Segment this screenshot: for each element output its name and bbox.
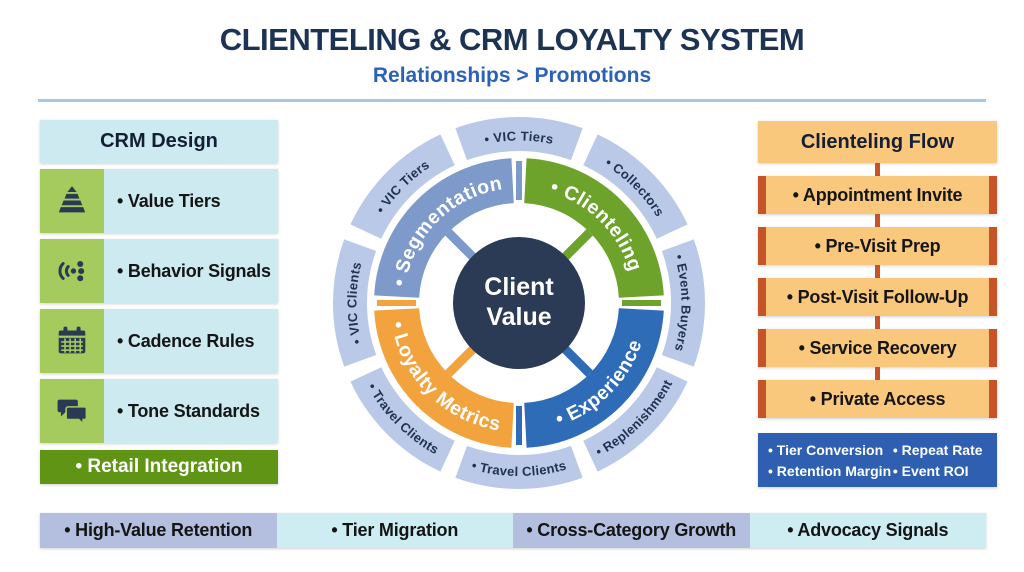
kpi-metric: • Retention Margin [768, 463, 892, 479]
kpi-metrics-box: • Tier Conversion • Repeat Rate • Retent… [758, 433, 997, 487]
header-divider [38, 99, 986, 102]
outer-ring-segment [661, 239, 705, 367]
crm-design-header: CRM Design [40, 120, 278, 163]
flow-step: • Post-Visit Follow-Up [758, 278, 997, 316]
page-title: CLIENTELING & CRM LOYALTY SYSTEM [219, 22, 805, 57]
wheel-quadrant [374, 308, 514, 448]
page-subtitle: Relationships > Promotions [372, 64, 652, 87]
crm-item-label: • Value Tiers [104, 169, 278, 233]
outer-ring-segment [350, 367, 455, 472]
wheel-arc-label: • VIC Clients [344, 260, 364, 346]
client-value-line2: Value [486, 303, 551, 331]
clienteling-flow-header: Clienteling Flow [758, 121, 997, 163]
list-item: • Value Tiers [40, 169, 278, 233]
outer-ring-segment [350, 134, 455, 239]
wheel-quadrant [524, 158, 664, 298]
flow-connector [875, 163, 880, 176]
outcome-cell: • High-Value Retention [40, 513, 277, 548]
client-value-line1: Client [484, 273, 554, 301]
crm-item-label: • Tone Standards [104, 379, 278, 443]
wheel-arc-label: • VIC Tiers [483, 128, 555, 146]
kpi-metric: • Tier Conversion [768, 442, 884, 458]
outer-ring-segment [333, 239, 377, 367]
outer-ring-segment [583, 367, 688, 472]
behavior-signals-icon [40, 239, 104, 303]
outcome-cell: • Advocacy Signals [749, 513, 986, 548]
wheel-quadrant [524, 308, 664, 448]
outcomes-bar: • High-Value Retention • Tier Migration … [40, 513, 986, 548]
outcome-cell: • Cross-Category Growth [513, 513, 750, 548]
outer-ring-segment [583, 134, 688, 239]
flow-connector [875, 265, 880, 278]
crm-design-panel: CRM Design • Value Tiers [40, 120, 278, 484]
list-item: • Tone Standards [40, 379, 278, 443]
wheel-quadrant [374, 158, 514, 298]
flow-connector [875, 316, 880, 329]
outer-ring-segment [455, 445, 583, 489]
tiers-pyramid-icon [40, 169, 104, 233]
calendar-icon [40, 309, 104, 373]
flow-step: • Service Recovery [758, 329, 997, 367]
retail-integration-bar: • Retail Integration [40, 450, 278, 484]
kpi-metric: • Repeat Rate [892, 442, 983, 458]
flow-step: • Private Access [758, 380, 997, 418]
clienteling-flow-panel: Clienteling Flow • Appointment Invite • … [758, 121, 997, 487]
outer-ring-segment [455, 117, 583, 161]
flow-step: • Pre-Visit Prep [758, 227, 997, 265]
flow-step: • Appointment Invite [758, 176, 997, 214]
kpi-metric: • Event ROI [892, 463, 969, 479]
wheel-arc-label: • Event Buyers [672, 253, 694, 354]
outcome-cell: • Tier Migration [276, 513, 513, 548]
wheel-arc-label: • Travel Clients [470, 458, 568, 479]
chat-bubbles-icon [40, 379, 104, 443]
list-item: • Cadence Rules [40, 309, 278, 373]
flow-connector [875, 214, 880, 227]
crm-item-label: • Behavior Signals [104, 239, 278, 303]
flow-connector [875, 367, 880, 380]
crm-item-label: • Cadence Rules [104, 309, 278, 373]
list-item: • Behavior Signals [40, 239, 278, 303]
client-value-circle [453, 237, 585, 369]
